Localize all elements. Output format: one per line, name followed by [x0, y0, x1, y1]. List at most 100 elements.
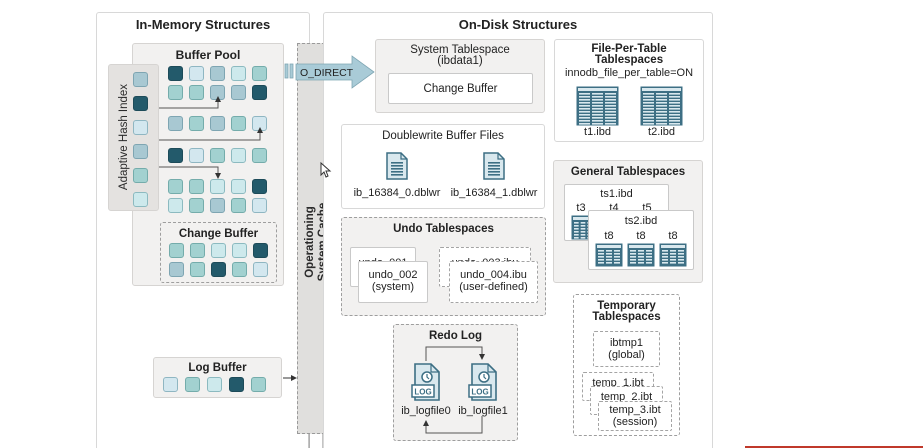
table-file-label: t1.ibd	[584, 126, 611, 138]
pointer-arrow	[159, 127, 263, 141]
change-buffer-page	[232, 262, 247, 277]
in-memory-title: In-Memory Structures	[135, 17, 271, 32]
system-tablespace-title-line2: (ibdata1)	[437, 55, 483, 67]
adaptive-hash-index-panel: Adaptive Hash Index	[108, 64, 159, 211]
change-buffer-page	[211, 262, 226, 277]
temp3-line2: (session)	[612, 416, 658, 428]
hash-index-entry	[133, 72, 148, 87]
table-icon	[576, 86, 619, 131]
buffer-pool-page	[210, 148, 225, 163]
change-buffer-page	[232, 243, 247, 258]
buffer-pool-page	[252, 85, 267, 100]
svg-text:LOG: LOG	[471, 388, 488, 397]
change-buffer-page	[253, 262, 268, 277]
mouse-cursor-icon	[320, 161, 332, 178]
temp3-box: temp_3.ibt (session)	[598, 401, 672, 431]
ts1-name: ts1.ibd	[600, 188, 633, 200]
system-tablespace-panel: System Tablespace (ibdata1) Change Buffe…	[375, 39, 545, 113]
log-buffer-title: Log Buffer	[188, 362, 247, 374]
undo-004-line2: (user-defined)	[459, 281, 528, 293]
table-icon	[627, 243, 655, 272]
undo-002-line1: undo_002	[368, 269, 418, 281]
undo-tablespaces-title: Undo Tablespaces	[393, 223, 494, 235]
temp2-label: temp_2.ibt	[600, 391, 653, 403]
buffer-pool-page	[252, 198, 267, 213]
log-file-icon: LOG	[411, 363, 441, 406]
system-change-buffer-label: Change Buffer	[423, 83, 498, 95]
file-per-table-title-line1: File-Per-Table	[591, 43, 667, 55]
ibtmp1-label: ibtmp1 (global)	[594, 337, 659, 361]
redo-log-file-label: ib_logfile1	[458, 405, 508, 417]
buffer-pool-page	[231, 85, 246, 100]
ts2-table-label: t8	[668, 230, 678, 242]
hash-index-entry	[133, 144, 148, 159]
system-change-buffer: Change Buffer	[388, 73, 533, 104]
general-tablespaces-title: General Tablespaces	[570, 166, 686, 178]
buffer-pool-page	[189, 66, 204, 81]
hash-index-entry	[133, 96, 148, 111]
hash-index-entry	[133, 120, 148, 135]
doublewrite-file-label: ib_16384_0.dblwr	[353, 187, 441, 199]
os-cache-title-line1: Operationing	[304, 206, 316, 278]
ts2-name: ts2.ibd	[624, 215, 658, 227]
change-buffer-panel: Change Buffer	[160, 222, 277, 283]
ts1-table-label: t3	[576, 202, 586, 214]
log-buffer-entry	[163, 377, 178, 392]
undo-004-line1: undo_004.ibu	[460, 269, 527, 281]
buffer-pool-page	[231, 148, 246, 163]
buffer-pool-page	[252, 148, 267, 163]
temp3-label: temp_3.ibt (session)	[599, 404, 671, 428]
doublewrite-panel: Doublewrite Buffer Files ib_16384_0.dblw…	[341, 124, 545, 209]
buffer-pool-page	[231, 198, 246, 213]
log-buffer-panel: Log Buffer	[153, 357, 282, 398]
undo-002-line2: (system)	[371, 281, 415, 293]
buffer-pool-page	[210, 116, 225, 131]
o-direct-label: O_DIRECT	[300, 67, 354, 79]
redo-log-cycle-arrows	[423, 346, 485, 434]
file-per-table-panel: File-Per-Table Tablespaces innodb_file_p…	[554, 39, 704, 142]
o-direct-arrow	[284, 55, 375, 89]
undo-004-box: undo_004.ibu (user-defined)	[449, 261, 538, 303]
on-disk-title: On-Disk Structures	[458, 17, 578, 32]
pointer-arrow	[159, 166, 221, 179]
buffer-pool-page	[168, 85, 183, 100]
ibtmp1-box: ibtmp1 (global)	[593, 331, 660, 367]
system-tablespace-title: System Tablespace (ibdata1)	[376, 44, 544, 67]
temporary-title-line1: Temporary	[597, 300, 656, 312]
buffer-pool-page	[189, 85, 204, 100]
temporary-tablespaces-title: Temporary Tablespaces	[574, 300, 679, 323]
undo-004-label: undo_004.ibu (user-defined)	[450, 269, 537, 293]
log-buffer-entry	[207, 377, 222, 392]
file-per-table-setting: innodb_file_per_table=ON	[564, 67, 694, 79]
table-icon	[640, 86, 683, 131]
hash-index-entry	[133, 192, 148, 207]
temp3-line1: temp_3.ibt	[609, 404, 661, 416]
ibtmp1-line1: ibtmp1	[609, 337, 644, 349]
change-buffer-page	[190, 243, 205, 258]
change-buffer-page	[169, 262, 184, 277]
pointer-arrow	[159, 96, 221, 109]
temporary-tablespaces-panel: Temporary Tablespaces ibtmp1 (global) te…	[573, 294, 680, 436]
temporary-title-line2: Tablespaces	[592, 311, 661, 323]
redo-log-title: Redo Log	[428, 330, 483, 342]
table-icon	[659, 243, 687, 272]
buffer-pool-page	[231, 66, 246, 81]
hash-index-entry	[133, 168, 148, 183]
log-buffer-entry	[185, 377, 200, 392]
change-buffer-page	[253, 243, 268, 258]
file-per-table-title: File-Per-Table Tablespaces	[555, 43, 703, 66]
buffer-pool-page	[189, 116, 204, 131]
log-buffer-entry	[229, 377, 244, 392]
redo-log-panel: Redo Log LOG ib_logfile0 LOG ib_logfile1	[393, 324, 518, 441]
system-tablespace-title-line1: System Tablespace	[410, 44, 510, 56]
buffer-pool-page	[189, 148, 204, 163]
buffer-pool-title: Buffer Pool	[175, 48, 241, 62]
buffer-pool-page	[231, 179, 246, 194]
redo-log-file-label: ib_logfile0	[401, 405, 451, 417]
buffer-pool-page	[168, 66, 183, 81]
doublewrite-title: Doublewrite Buffer Files	[382, 130, 504, 142]
change-buffer-page	[211, 243, 226, 258]
table-file-label: t2.ibd	[648, 126, 675, 138]
